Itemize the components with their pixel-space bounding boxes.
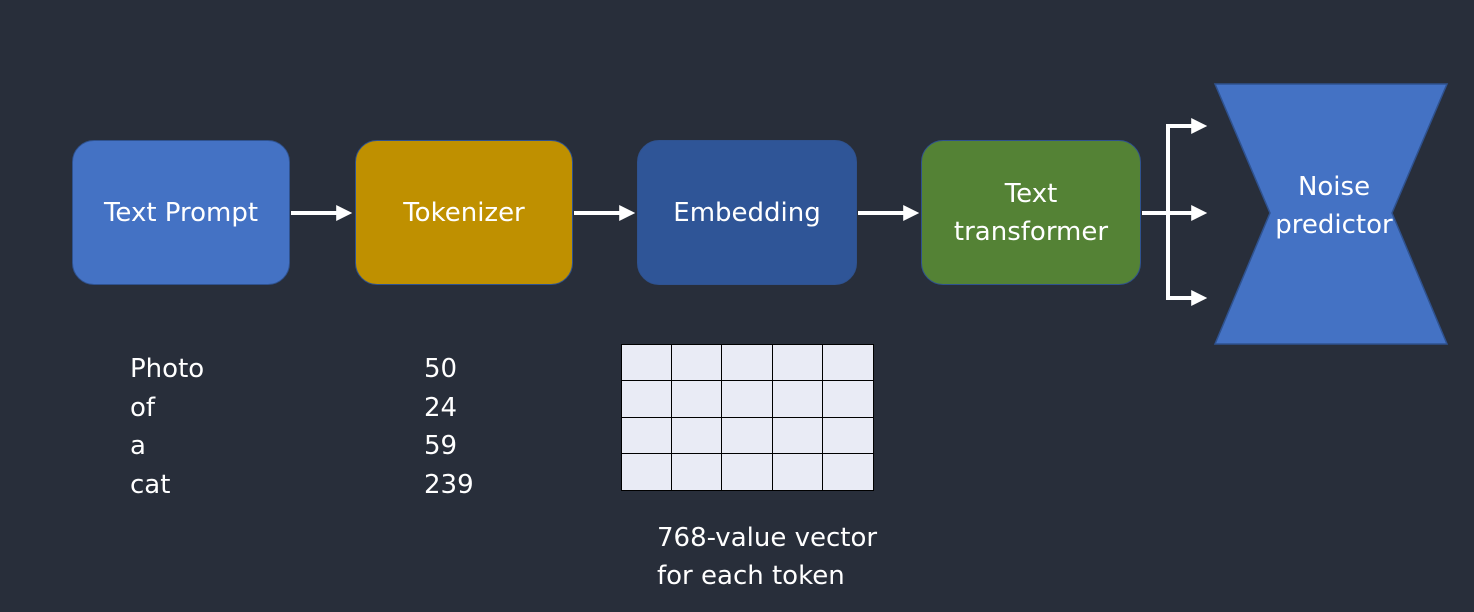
embedding-vector-grid <box>621 344 874 491</box>
token-words-list: Photo of a cat <box>130 350 204 504</box>
grid-cell <box>722 417 773 454</box>
tokenizer-box: Tokenizer <box>355 140 573 285</box>
grid-cell <box>622 453 673 490</box>
grid-cell <box>822 417 873 454</box>
embedding-label: Embedding <box>673 197 821 228</box>
token-word: cat <box>130 469 171 500</box>
noise-predictor-shape <box>1213 83 1449 345</box>
embedding-box: Embedding <box>637 140 857 285</box>
noise-predictor-label: Noise predictor <box>1275 172 1393 240</box>
tokenizer-label: Tokenizer <box>403 197 525 228</box>
token-id: 239 <box>424 469 474 500</box>
grid-cell <box>822 345 873 382</box>
grid-cell <box>772 381 823 418</box>
grid-cell <box>772 453 823 490</box>
token-id: 24 <box>424 392 458 423</box>
grid-cell <box>772 345 823 382</box>
token-word: of <box>130 392 156 423</box>
arrow-transformer-to-noise-predictor <box>1142 118 1208 306</box>
token-word: a <box>130 431 146 461</box>
grid-cell <box>722 453 773 490</box>
grid-cell <box>672 381 723 418</box>
token-id: 50 <box>424 354 458 384</box>
grid-cell <box>622 345 673 382</box>
grid-cell <box>672 345 723 382</box>
token-id: 59 <box>424 431 458 461</box>
grid-cell <box>722 381 773 418</box>
grid-cell <box>772 417 823 454</box>
grid-cell <box>722 345 773 382</box>
grid-cell <box>822 453 873 490</box>
grid-cell <box>672 417 723 454</box>
token-ids-list: 50 24 59 239 <box>424 350 474 504</box>
text-prompt-label: Text Prompt <box>103 197 259 228</box>
grid-cell <box>822 381 873 418</box>
text-prompt-box: Text Prompt <box>72 140 290 285</box>
text-transformer-label: Text transformer <box>953 178 1109 247</box>
token-word: Photo <box>130 354 205 384</box>
vector-caption: 768-value vector for each token <box>657 523 878 591</box>
grid-cell <box>622 381 673 418</box>
text-transformer-box: Text transformer <box>921 140 1141 285</box>
grid-cell <box>672 453 723 490</box>
grid-cell <box>622 417 673 454</box>
